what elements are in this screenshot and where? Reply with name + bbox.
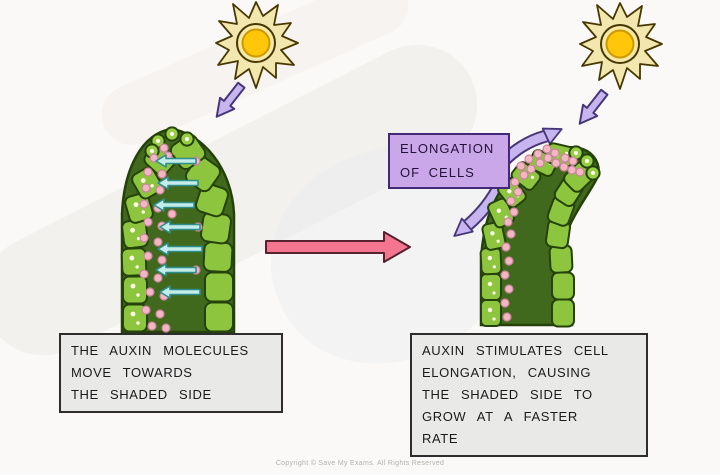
light-direction-arrow-icon xyxy=(208,78,250,124)
elongation-label-box: ELONGATION OF CELLS xyxy=(388,133,510,189)
caption-line: ELONGATION, CAUSING xyxy=(422,365,592,380)
elongation-label-line: OF CELLS xyxy=(400,165,475,180)
transition-arrow-icon xyxy=(265,231,411,263)
caption-line: THE AUXIN MOLECULES xyxy=(71,343,249,358)
caption-line: RATE xyxy=(422,431,459,446)
copyright-notice: Copyright © Save My Exams. All Rights Re… xyxy=(275,460,445,467)
caption-line: THE SHADED SIDE xyxy=(71,387,212,402)
caption-line: MOVE TOWARDS xyxy=(71,365,193,380)
stage2-caption-box: AUXIN STIMULATES CELL ELONGATION, CAUSIN… xyxy=(410,333,648,457)
caption-line: GROW AT A FASTER xyxy=(422,409,578,424)
auxin-movement-arrows xyxy=(153,154,203,299)
caption-line: THE SHADED SIDE TO xyxy=(422,387,593,402)
caption-line: AUXIN STIMULATES CELL xyxy=(422,343,609,358)
sun-icon xyxy=(215,1,299,89)
light-direction-arrow-icon xyxy=(571,85,613,131)
elongation-label-line: ELONGATION xyxy=(400,141,495,156)
stage1-caption-box: THE AUXIN MOLECULES MOVE TOWARDS THE SHA… xyxy=(59,333,283,413)
shoot-tip-before xyxy=(120,126,236,334)
sun-icon xyxy=(579,2,663,90)
